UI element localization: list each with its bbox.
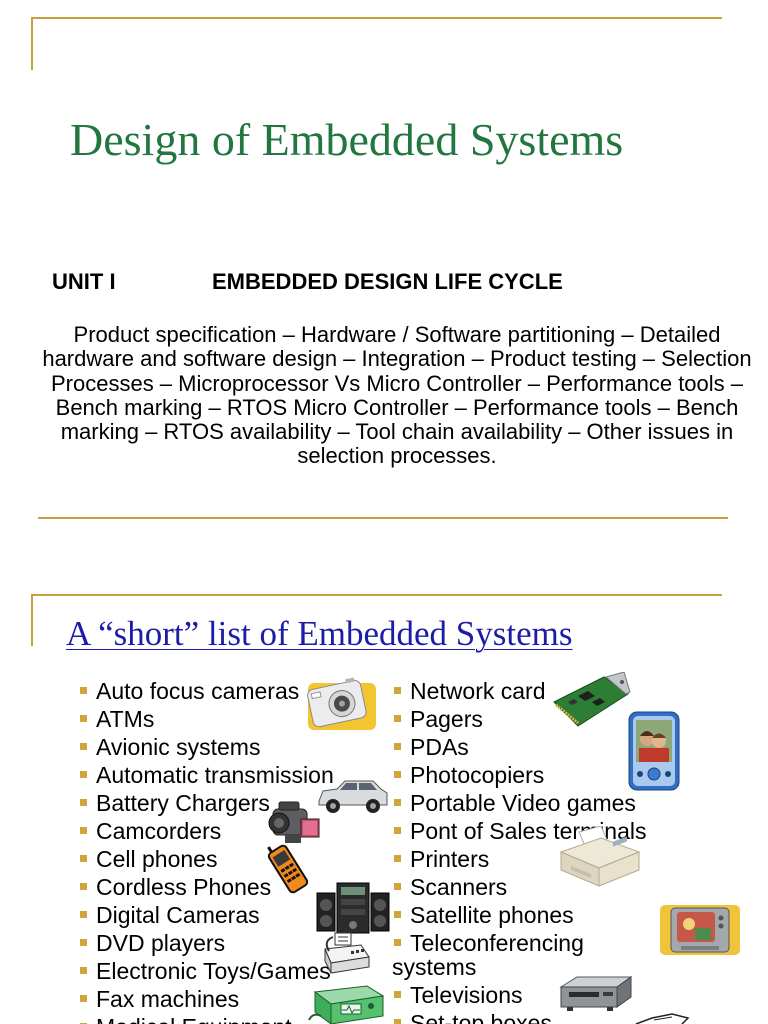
list-item: Camcorders — [79, 819, 341, 843]
list-item: Digital Cameras — [79, 903, 341, 927]
list-item: Photocopiers — [392, 763, 692, 787]
list-item: ATMs — [79, 707, 341, 731]
description-line: Bench marking – RTOS Micro Controller – … — [55, 394, 739, 420]
unit-label: UNIT I — [52, 269, 116, 294]
description-line: Product specification – Hardware / Softw… — [73, 322, 721, 347]
list-item: PDAs — [392, 735, 692, 759]
device-icon — [635, 1013, 690, 1024]
list-item: Medical Equipment — [79, 1015, 341, 1024]
medical-equipment-icon — [308, 985, 385, 1024]
list-item: Scanners — [392, 875, 692, 899]
list-item: Satellite phones — [392, 903, 692, 927]
printer-icon — [559, 826, 641, 887]
fax-machine-icon — [324, 932, 370, 974]
car-icon — [318, 780, 388, 813]
list-item: Pont of Sales terminals — [392, 819, 692, 843]
slide-title: Design of Embedded Systems — [70, 114, 624, 165]
unit-description: Product specification – Hardware / Softw… — [21, 322, 768, 469]
description-line: selection processes. — [297, 443, 497, 469]
pda-icon — [628, 711, 680, 791]
vcr-icon — [559, 976, 633, 1011]
cell-phone-icon — [267, 844, 309, 894]
slide-title-link[interactable]: A “short” list of Embedded Systems — [66, 614, 573, 653]
list-item: Cordless Phones — [79, 875, 341, 899]
slide-1: Design of Embedded Systems UNIT I EMBEDD… — [21, 17, 768, 519]
list-item: Avionic systems — [79, 735, 341, 759]
camera-icon — [307, 677, 376, 730]
list-item: Network card — [392, 679, 692, 703]
list-item: Teleconferencing systems — [392, 931, 622, 979]
description-line: marking – RTOS availability – Tool chain… — [60, 419, 734, 445]
list-item: Fax machines — [79, 987, 341, 1011]
embedded-list-left: Auto focus cameras ATMs Avionic systems … — [79, 679, 341, 1024]
bottom-rule — [38, 517, 728, 519]
list-item: DVD players — [79, 931, 341, 955]
list-item: Auto focus cameras — [79, 679, 341, 703]
network-card-icon — [553, 672, 631, 727]
list-item: Set-top boxes — [392, 1011, 692, 1024]
description-line: hardware and software design – Integrati… — [42, 346, 752, 372]
top-rule — [32, 17, 722, 19]
list-item: Televisions — [392, 983, 692, 1007]
slide-2: A “short” list of Embedded Systems Auto … — [0, 560, 768, 1024]
list-item: Portable Video games — [392, 791, 692, 815]
list-item: Battery Chargers — [79, 791, 341, 815]
camcorder-icon — [268, 801, 320, 843]
left-rule — [31, 594, 33, 646]
list-item: Printers — [392, 847, 692, 871]
list-item: Automatic transmission — [79, 763, 341, 787]
left-rule — [31, 17, 33, 70]
list-item: Cell phones — [79, 847, 341, 871]
unit-heading: EMBEDDED DESIGN LIFE CYCLE — [212, 269, 563, 294]
description-line: Processes – Microprocessor Vs Micro Cont… — [50, 370, 744, 396]
stereo-icon — [316, 882, 390, 934]
top-rule — [32, 594, 722, 596]
list-item: Pagers — [392, 707, 692, 731]
list-item: Electronic Toys/Games — [79, 959, 341, 983]
embedded-list-right: Network card Pagers PDAs Photocopiers Po… — [392, 679, 692, 1024]
television-icon — [660, 905, 740, 955]
